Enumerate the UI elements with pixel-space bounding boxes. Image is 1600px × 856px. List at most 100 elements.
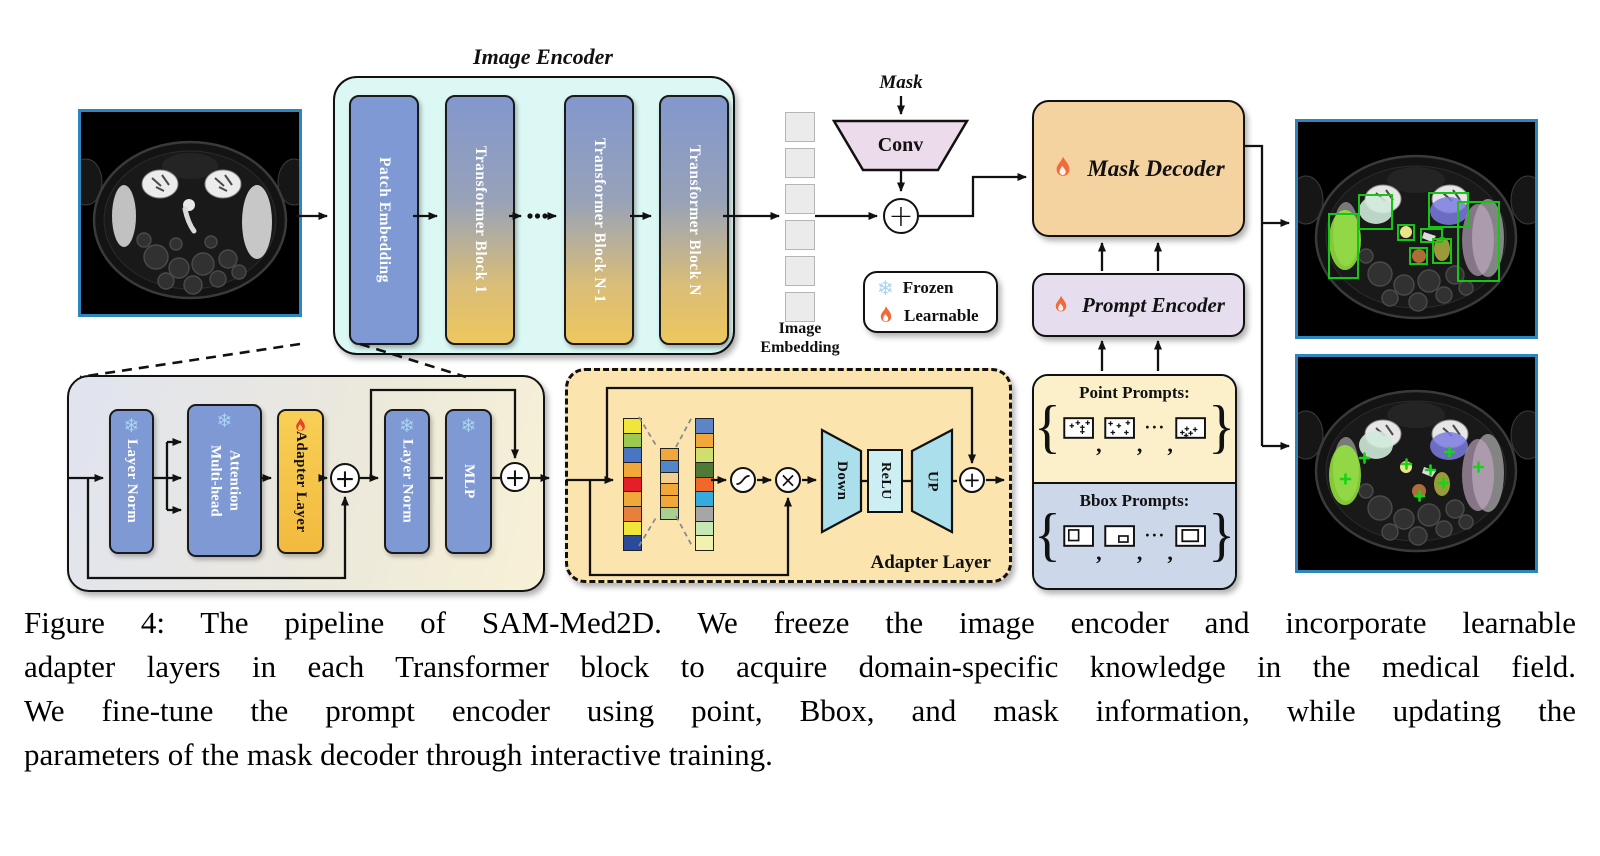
image-embedding-tokens [785, 112, 815, 328]
point-prompt-icon [1103, 416, 1135, 439]
bbox-prompt-icon [1175, 524, 1206, 547]
snowflake-icon: ❄ [123, 415, 140, 437]
legend-box: ❄ Frozen Learnable [863, 271, 998, 333]
mask-label: Mask [879, 72, 923, 93]
bbox-prompt-icon [1103, 524, 1135, 547]
mlp-block: ❄ MLP [445, 409, 492, 554]
embedding-token [785, 292, 815, 322]
output-bbox-segmentation-image [1295, 119, 1538, 339]
adapter-layer-detail-label: Adapter Layer [870, 552, 992, 573]
transformer-block-n-1: Transformer Block N-1 [564, 95, 634, 345]
comma: , [1167, 432, 1173, 458]
patch-embedding-block: Patch Embedding [349, 95, 419, 345]
caption-line: We fine-tune the prompt encoder using po… [24, 693, 1576, 728]
plus-icon: + [504, 462, 526, 492]
sigmoid-operator [730, 467, 756, 493]
output-point-segmentation-image [1295, 354, 1538, 573]
mask-decoder-label: Mask Decoder [1087, 155, 1225, 181]
embedding-token [785, 184, 815, 214]
comma: , [1136, 432, 1143, 458]
prompt-encoder-label: Prompt Encoder [1082, 292, 1225, 317]
layer-norm-2-block: ❄ Layer Norm [384, 409, 430, 554]
caption-line: adapter layers in each Transformer block… [24, 649, 1576, 684]
adapter-layer-block: Adapter Layer [277, 409, 324, 554]
open-brace: { [1034, 502, 1061, 568]
point-prompts-section: Point Prompts: { , , ··· , [1034, 376, 1235, 484]
caption-line: Figure 4: The pipeline of SAM-Med2D. We … [24, 605, 1576, 640]
ellipsis-dots: ··· [1144, 525, 1166, 546]
multiply-icon: × [779, 468, 797, 492]
prompts-box: Point Prompts: { , , ··· , [1032, 374, 1237, 590]
adapter-residual-add-operator: + [959, 467, 985, 493]
adapter-input-vector [623, 418, 642, 551]
transformer-block-n-label: Transformer Block N [686, 144, 703, 296]
prompt-encoder-box: Prompt Encoder [1032, 273, 1245, 337]
transformer-block-detail-panel: ❄ Layer Norm ❄ Multi-head Attention Adap… [67, 375, 545, 592]
snowflake-icon: ❄ [216, 410, 233, 432]
image-embedding-label: Image Embedding [760, 320, 840, 356]
embedding-token [785, 112, 815, 142]
mlp-residual-add-operator: + [500, 462, 530, 492]
down-projection-label: Down [834, 461, 850, 501]
flame-icon [1056, 156, 1070, 176]
bbox-prompt-icon [1063, 524, 1094, 547]
embedding-mask-add-operator: + [883, 198, 919, 234]
figure-caption: Figure 4: The pipeline of SAM-Med2D. We … [24, 601, 1576, 777]
learnable-label: Learnable [904, 306, 979, 325]
point-prompt-icon [1063, 416, 1094, 439]
transformer-block-n: Transformer Block N [659, 95, 729, 345]
point-prompts-title: Point Prompts: [1079, 383, 1190, 402]
adapter-layer-block-label: Adapter Layer [293, 430, 309, 533]
relu-label: ReLU [878, 462, 893, 500]
sigmoid-icon [736, 475, 750, 485]
layer-norm-2-label: Layer Norm [399, 439, 416, 524]
plus-icon: + [888, 198, 914, 234]
adapter-output-vector [695, 418, 714, 551]
conv-label: Conv [877, 134, 924, 156]
bbox-prompts-row: { , , ··· , } [1034, 502, 1235, 568]
mask-decoder-box: Mask Decoder [1032, 100, 1245, 237]
bbox-prompts-section: Bbox Prompts: { , , ··· , [1034, 484, 1235, 588]
adapter-bottleneck-vector [660, 448, 679, 520]
point-prompt-icon [1175, 416, 1206, 439]
snowflake-icon: ❄ [877, 276, 894, 300]
mlp-label: MLP [461, 464, 477, 499]
comma: , [1136, 540, 1143, 566]
transformer-block-1: Transformer Block 1 [445, 95, 515, 345]
patch-embedding-label: Patch Embedding [376, 157, 393, 283]
embedding-token [785, 256, 815, 286]
legend-learnable-row: Learnable [877, 304, 996, 328]
close-brace: } [1208, 502, 1235, 568]
flame-icon [880, 306, 892, 322]
multiply-operator: × [775, 467, 801, 493]
legend-frozen-row: ❄ Frozen [877, 276, 996, 300]
comma: , [1167, 540, 1173, 566]
transformer-block-n-1-label: Transformer Block N-1 [591, 137, 608, 303]
embedding-token [785, 148, 815, 178]
layer-norm-1-block: ❄ Layer Norm [109, 409, 154, 554]
plus-icon: + [963, 468, 981, 492]
layer-norm-1-label: Layer Norm [124, 439, 140, 524]
snowflake-icon: ❄ [399, 415, 415, 437]
image-encoder-box: Patch Embedding Transformer Block 1 Tran… [333, 76, 735, 355]
multi-head-attention-block: ❄ Multi-head Attention [187, 404, 262, 557]
caption-line: parameters of the mask decoder through i… [24, 737, 773, 772]
flame-icon [1055, 295, 1067, 311]
plus-icon: + [334, 463, 356, 493]
open-brace: { [1034, 394, 1061, 460]
flame-icon [279, 417, 322, 435]
transformer-block-1-label: Transformer Block 1 [472, 146, 489, 294]
ellipsis-dots: ··· [1144, 417, 1166, 438]
frozen-label: Frozen [902, 278, 954, 297]
bbox-prompts-title: Bbox Prompts: [1079, 491, 1190, 510]
input-mri-image [78, 109, 302, 317]
multi-head-attention-label: Multi-head Attention [207, 444, 243, 517]
comma: , [1096, 540, 1102, 566]
image-encoder-title: Image Encoder [473, 44, 613, 69]
snowflake-icon: ❄ [460, 415, 477, 437]
embedding-token [785, 220, 815, 250]
up-projection-label: UP [924, 470, 941, 492]
comma: , [1096, 432, 1102, 458]
close-brace: } [1208, 394, 1235, 460]
